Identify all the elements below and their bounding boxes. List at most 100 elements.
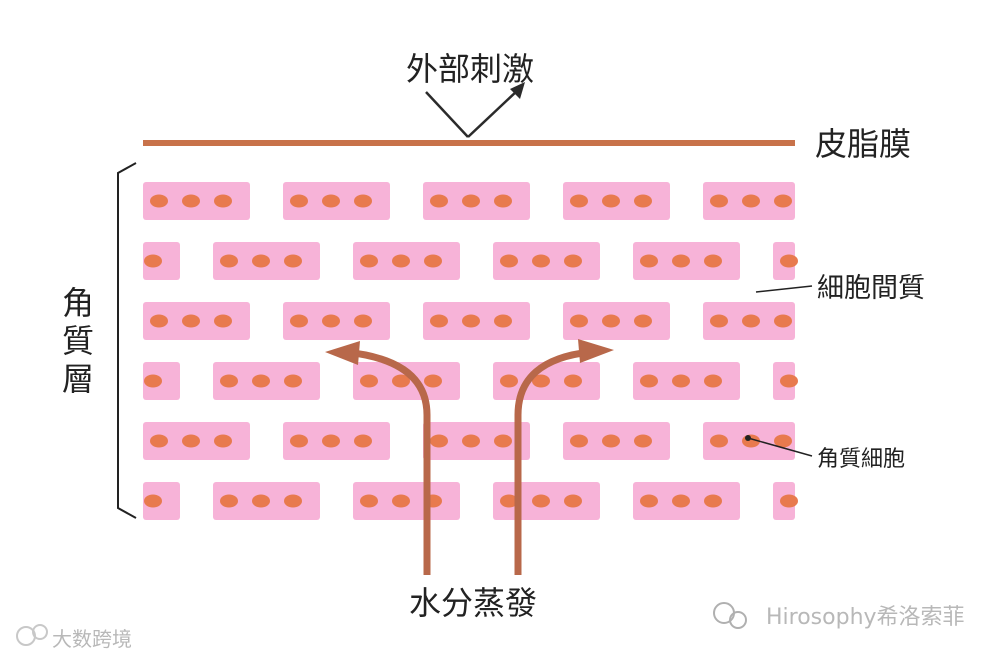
corneocyte-nucleus	[220, 254, 238, 268]
corneocyte-nucleus	[424, 254, 442, 268]
corneocyte-nucleus	[462, 314, 480, 328]
corneocyte-nucleus	[774, 194, 792, 208]
external-stimulus-arrow	[425, 89, 519, 138]
corneocyte-nucleus	[144, 494, 162, 508]
corneocyte-nucleus	[494, 194, 512, 208]
corneocyte-nucleus	[570, 314, 588, 328]
corneocyte-nucleus	[252, 254, 270, 268]
corneocyte-nucleus	[182, 434, 200, 448]
corneocyte-nucleus	[602, 314, 620, 328]
corneocyte-nucleus	[564, 254, 582, 268]
stratum-corneum-label: 角質層	[62, 284, 94, 398]
corneocyte-nucleus	[252, 374, 270, 388]
corneocyte-nucleus	[284, 494, 302, 508]
corneocyte-nucleus	[564, 374, 582, 388]
corneocyte-nucleus	[220, 374, 238, 388]
corneocyte-nucleus	[494, 434, 512, 448]
corneocyte-nucleus	[144, 374, 162, 388]
corneocyte-nucleus	[392, 374, 410, 388]
corneocyte-nucleus	[430, 194, 448, 208]
corneocyte-nucleus	[780, 254, 798, 268]
corneocyte-nucleus	[462, 434, 480, 448]
corneocyte-nucleus	[430, 434, 448, 448]
corneocyte-nucleus	[392, 494, 410, 508]
corneocyte-nucleus	[500, 374, 518, 388]
corneocyte-nucleus	[742, 194, 760, 208]
corneocyte-nucleus	[360, 374, 378, 388]
corneocyte-nucleus	[322, 314, 340, 328]
stratum-corneum-bracket	[117, 162, 137, 519]
corneocyte-nucleus	[500, 494, 518, 508]
corneocyte-label: 角質細胞	[817, 447, 905, 472]
evaporation-arrow-left	[344, 348, 431, 575]
corneocyte-nucleus	[672, 374, 690, 388]
corneocyte-nucleus	[220, 494, 238, 508]
external-stimulus-arrowhead	[510, 82, 525, 99]
corneocyte-nucleus	[672, 494, 690, 508]
corneocyte-nucleus	[322, 434, 340, 448]
corneocyte-nucleus	[182, 194, 200, 208]
corneocyte-nucleus	[532, 254, 550, 268]
watermark-right-text: Hirosophy希洛索菲	[766, 605, 965, 630]
corneocyte-nucleus	[602, 434, 620, 448]
watermark-right: Hirosophy希洛索菲	[713, 602, 965, 630]
corneocyte-nucleus	[144, 254, 162, 268]
water-evaporation-label: 水分蒸發	[409, 584, 537, 622]
corneocyte-nucleus	[500, 254, 518, 268]
corneocyte-nucleus	[354, 434, 372, 448]
corneocyte-grid	[143, 182, 798, 520]
corneocyte-nucleus	[570, 194, 588, 208]
corneocyte-nucleus	[602, 194, 620, 208]
corneocyte-nucleus	[570, 434, 588, 448]
corneocyte-nucleus	[150, 314, 168, 328]
corneocyte-nucleus	[354, 194, 372, 208]
sebum-membrane-line	[143, 140, 795, 146]
corneocyte-nucleus	[640, 494, 658, 508]
corneocyte-nucleus	[564, 494, 582, 508]
corneocyte-nucleus	[360, 254, 378, 268]
intercellular-matrix-leader	[755, 285, 813, 293]
corneocyte-nucleus	[150, 434, 168, 448]
corneocyte-nucleus	[742, 314, 760, 328]
corneocyte-nucleus	[704, 494, 722, 508]
sebum-membrane-label: 皮脂膜	[815, 125, 911, 163]
corneocyte-nucleus	[322, 194, 340, 208]
corneocyte-leader	[747, 437, 813, 457]
corneocyte-nucleus	[494, 314, 512, 328]
evaporation-arrowhead-left	[325, 341, 360, 365]
external-stimulus-label: 外部刺激	[406, 50, 534, 88]
corneocyte-nucleus	[214, 314, 232, 328]
evaporation-arrowhead-right	[578, 339, 614, 363]
corneocyte-nucleus	[532, 374, 550, 388]
corneocyte-nucleus	[710, 314, 728, 328]
corneocyte-nucleus	[532, 494, 550, 508]
corneocyte-nucleus	[704, 374, 722, 388]
water-evaporation-arrows	[344, 348, 591, 575]
corneocyte-nucleus	[290, 434, 308, 448]
corneocyte-nucleus	[634, 194, 652, 208]
corneocyte-nucleus	[424, 374, 442, 388]
corneocyte-nucleus	[780, 494, 798, 508]
corneocyte-nucleus	[780, 374, 798, 388]
watermark-right-wechat-icon-b	[729, 611, 747, 629]
corneocyte-nucleus	[290, 314, 308, 328]
corneocyte-nucleus	[634, 434, 652, 448]
watermark-left: 大数跨境	[16, 624, 132, 651]
watermark-left-logo-icon	[16, 626, 36, 646]
corneocyte-nucleus	[182, 314, 200, 328]
watermark-left-logo-icon-b	[32, 624, 48, 640]
corneocyte-nucleus	[774, 434, 792, 448]
corneocyte-nucleus	[710, 194, 728, 208]
corneocyte-nucleus	[672, 254, 690, 268]
intercellular-matrix-label: 細胞間質	[817, 273, 925, 304]
corneocyte-nucleus	[462, 194, 480, 208]
corneocyte-nucleus	[710, 434, 728, 448]
corneocyte-nucleus	[640, 374, 658, 388]
corneocyte-nucleus	[430, 314, 448, 328]
corneocyte-nucleus	[704, 254, 722, 268]
watermark-left-text: 大数跨境	[52, 627, 132, 651]
corneocyte-leader-dot	[745, 435, 751, 441]
corneocyte-nucleus	[214, 194, 232, 208]
corneocyte-nucleus	[392, 254, 410, 268]
